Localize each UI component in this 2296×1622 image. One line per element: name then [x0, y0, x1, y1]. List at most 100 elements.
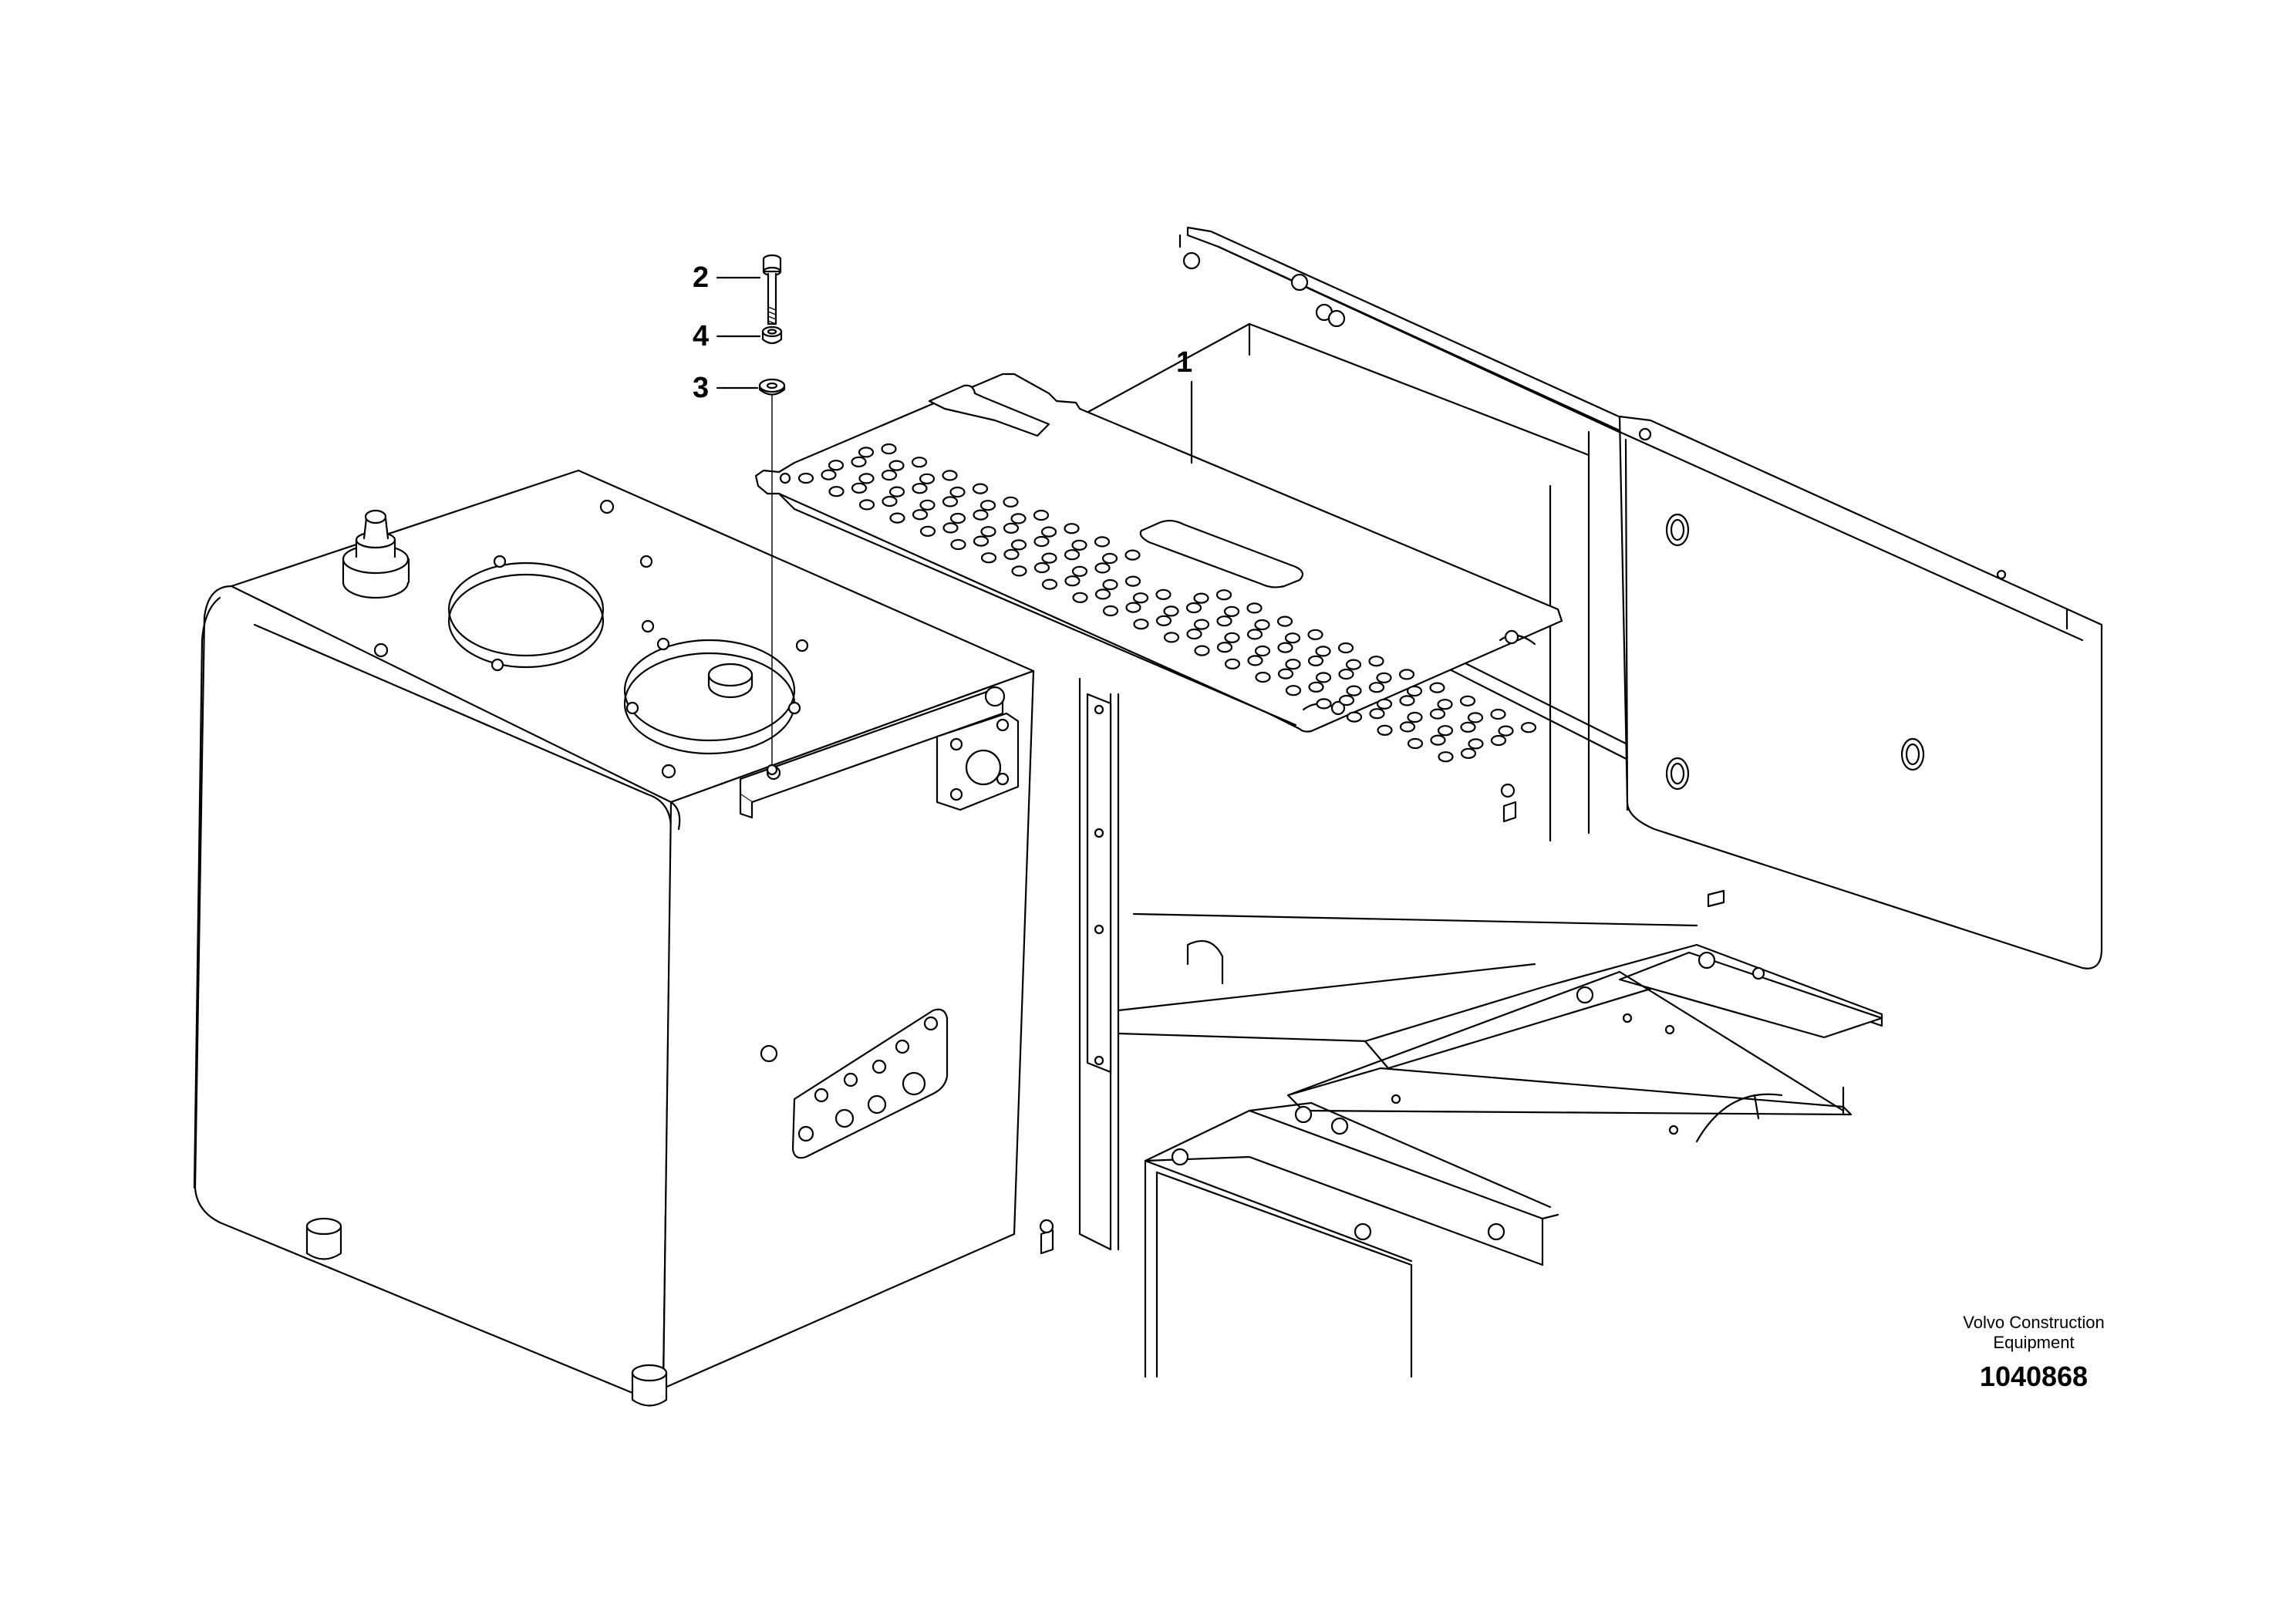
- perforation-hole: [881, 469, 898, 481]
- perforation-hole: [1125, 602, 1141, 613]
- perforation-hole: [919, 499, 936, 511]
- title-block: Volvo Construction Equipment 1040868: [1963, 1313, 2104, 1392]
- perforation-hole: [973, 509, 989, 521]
- perforation-hole: [949, 486, 966, 498]
- perforation-hole: [1193, 619, 1210, 630]
- perforation-hole: [973, 535, 990, 547]
- perforation-hole: [1124, 575, 1141, 587]
- callout-3: 3: [693, 372, 759, 404]
- perforation-hole: [1033, 561, 1050, 574]
- perforation-hole: [1438, 751, 1454, 763]
- perforation-hole: [1338, 694, 1355, 706]
- perforation-hole: [1101, 552, 1118, 565]
- perforation-hole: [1460, 721, 1476, 733]
- perforation-hole: [1520, 722, 1537, 733]
- perforation-hole: [1246, 629, 1263, 640]
- perforation-hole: [1215, 589, 1232, 601]
- perforation-hole: [1216, 642, 1233, 653]
- perforation-hole: [1003, 548, 1020, 560]
- port-flange: [760, 1008, 949, 1159]
- perforation-hole: [1315, 646, 1331, 657]
- perforation-hole: [1185, 602, 1202, 614]
- perforation-hole: [821, 469, 837, 481]
- perforation-hole: [851, 456, 867, 467]
- perforation-hole: [1223, 605, 1240, 617]
- perforation-hole: [1193, 592, 1209, 604]
- perforation-hole: [1163, 632, 1180, 643]
- perforation-hole: [1307, 655, 1324, 666]
- perforation-hole: [1041, 578, 1058, 590]
- callout-1-label: 1: [1176, 346, 1192, 379]
- perforation-hole: [1072, 592, 1088, 603]
- perforation-hole: [1224, 658, 1241, 669]
- perforation-hole: [1254, 619, 1270, 631]
- perforation-hole: [1216, 615, 1232, 627]
- perforation-hole: [949, 512, 966, 524]
- filler-cap: [342, 509, 410, 599]
- perforation-hole: [1247, 655, 1263, 666]
- perforation-hole: [1163, 605, 1179, 617]
- perforation-hole: [1398, 669, 1415, 680]
- perforated-cover-plate: [754, 373, 1563, 763]
- perforation-hole: [888, 486, 905, 497]
- perforation-hole: [1399, 695, 1415, 706]
- machine-frame: [1039, 226, 2103, 1378]
- perforation-hole: [1376, 672, 1392, 683]
- perforation-hole: [1308, 681, 1324, 693]
- perforation-hole: [1011, 565, 1027, 577]
- perforation-hole: [1040, 526, 1057, 538]
- perforation-hole: [1407, 737, 1424, 750]
- perforation-hole: [1003, 496, 1019, 508]
- perforation-hole: [972, 483, 989, 494]
- perforation-hole: [881, 443, 897, 455]
- perforation-hole: [1132, 592, 1149, 604]
- perforation-hole: [797, 472, 814, 484]
- perforation-hole: [1010, 539, 1027, 551]
- perforation-hole: [1437, 699, 1453, 710]
- perforation-hole: [1064, 523, 1080, 534]
- perforation-hole: [919, 473, 936, 484]
- perforation-hole: [1337, 642, 1354, 654]
- perforation-hole: [1460, 747, 1477, 759]
- perforation-hole: [851, 482, 868, 494]
- perforation-hole: [1284, 632, 1301, 644]
- perforation-hole: [1459, 695, 1476, 706]
- perforation-hole: [1429, 708, 1446, 720]
- perforation-hole: [911, 457, 928, 468]
- perforation-hole: [828, 486, 845, 497]
- perforation-hole: [1377, 724, 1393, 736]
- perforation-hole: [1307, 629, 1323, 640]
- perforation-hole: [1346, 711, 1363, 723]
- perforation-hole: [889, 512, 905, 524]
- perforation-hole: [1338, 668, 1354, 680]
- flat-washer: [758, 378, 786, 396]
- perforation-hole: [1102, 605, 1119, 617]
- perforation-hole: [858, 499, 875, 511]
- perforation-hole: [980, 526, 996, 538]
- perforation-hole: [1033, 535, 1050, 548]
- perforation-hole: [1316, 698, 1332, 710]
- perforation-hole: [942, 496, 959, 508]
- perforation-hole: [1468, 738, 1484, 750]
- perforation-hole: [1071, 565, 1088, 577]
- perforation-hole: [1102, 578, 1118, 591]
- callout-4: 4: [693, 320, 761, 352]
- callout-1: 1: [1176, 346, 1192, 464]
- perforation-hole: [1124, 549, 1141, 561]
- perforation-holes: [797, 443, 1537, 763]
- callout-2-label: 2: [693, 261, 709, 294]
- perforation-hole: [1224, 632, 1240, 643]
- perforation-hole: [1255, 671, 1271, 683]
- perforation-hole: [1155, 615, 1172, 626]
- perforation-hole: [1276, 615, 1293, 627]
- perforation-hole: [979, 500, 996, 511]
- perforation-hole: [1368, 682, 1385, 693]
- perforation-hole: [1186, 628, 1202, 640]
- perforation-hole: [888, 460, 905, 471]
- breather-cover: [623, 637, 809, 755]
- perforation-hole: [1094, 536, 1111, 548]
- perforation-hole: [1346, 685, 1362, 696]
- hydraulic-tank: [193, 469, 1035, 1407]
- perforation-hole: [1285, 659, 1301, 670]
